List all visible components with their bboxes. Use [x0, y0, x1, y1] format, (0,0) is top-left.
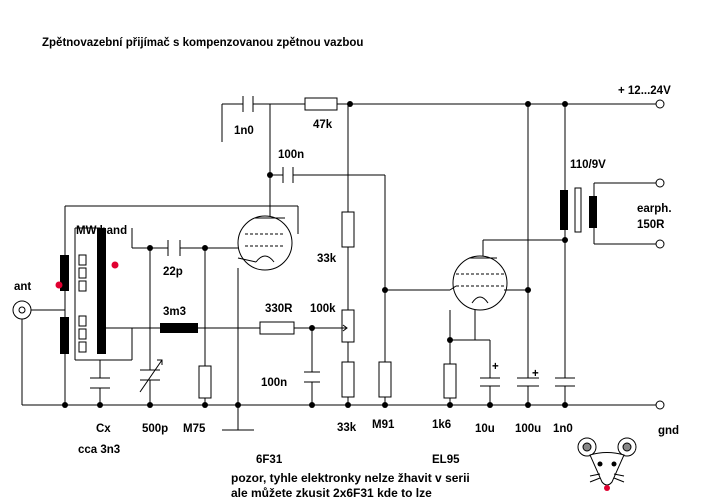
note-line-2: ale můžete zkusit 2x6F31 kde to lze [231, 486, 432, 500]
label-r-33k-a: 33k [317, 253, 337, 265]
label-plus-100u: + [532, 368, 539, 380]
label-c-1n0-top: 1n0 [234, 125, 254, 137]
label-transformer: 110/9V [570, 159, 606, 171]
label-r-m91: M91 [372, 419, 395, 431]
label-cx-value: cca 3n3 [78, 444, 120, 456]
tube-6f31 [237, 215, 293, 271]
components [12, 96, 597, 399]
label-earphone-imp: 150R [637, 219, 665, 231]
tube-el95 [449, 255, 514, 311]
gnd-terminal [655, 400, 665, 410]
label-earphone: earph. [637, 203, 672, 215]
resistor-47k [304, 97, 338, 111]
label-cx: Cx [96, 423, 111, 435]
earphone-terminal-a [655, 178, 665, 188]
label-c-100u: 100u [515, 423, 541, 435]
label-c-1n0-bottom: 1n0 [553, 423, 573, 435]
label-r-47k: 47k [313, 119, 333, 131]
resistor-m91 [378, 361, 392, 398]
resistor-m75 [198, 365, 212, 399]
coil-primary-upper [60, 255, 69, 291]
choke-3m3 [160, 323, 198, 333]
marker-dot-right [111, 261, 119, 269]
label-gnd: gnd [658, 425, 679, 437]
label-tube-el95: EL95 [432, 454, 460, 466]
label-c-10u: 10u [475, 423, 495, 435]
label-r-1k6: 1k6 [432, 419, 451, 431]
label-r-33k-b: 33k [337, 422, 357, 434]
label-r-330r: 330R [265, 303, 293, 315]
label-l-3m3: 3m3 [163, 306, 186, 318]
label-ant: ant [14, 281, 31, 293]
label-supply: + 12...24V [618, 85, 671, 97]
mouse-face-icon [577, 437, 637, 491]
junctions [62, 101, 568, 408]
coil-primary-lower [60, 317, 69, 354]
potentiometer-100k [341, 309, 355, 343]
coil-secondary [97, 228, 106, 354]
labels: + 12...24V gnd ant MW band 1n0 47k 100n … [14, 85, 679, 500]
resistor-330r [259, 321, 295, 335]
note-line-1: pozor, tyhle elektronky nelze žhavit v s… [231, 471, 470, 485]
label-c-100n-mid: 100n [261, 377, 287, 389]
label-r-m75: M75 [183, 423, 206, 435]
label-pot-100k: 100k [310, 303, 336, 315]
transformer-primary [560, 190, 568, 230]
label-mw-band: MW band [76, 225, 127, 237]
diagram-title: Zpětnovazební přijímač s kompenzovanou z… [42, 37, 363, 49]
label-c-100n-top: 100n [278, 149, 304, 161]
resistor-1k6 [443, 363, 457, 399]
transformer-secondary [589, 196, 597, 228]
label-tube-6f31: 6F31 [256, 454, 283, 466]
marker-dot-left [55, 281, 63, 289]
resistor-33k-a [341, 211, 355, 248]
resistor-33k-b [341, 361, 355, 398]
label-c-22p: 22p [163, 266, 183, 278]
supply-terminal [655, 99, 665, 109]
terminals [655, 99, 665, 410]
earphone-terminal-b [655, 239, 665, 249]
label-c-500p: 500p [142, 423, 168, 435]
label-plus-10u: + [492, 361, 499, 373]
